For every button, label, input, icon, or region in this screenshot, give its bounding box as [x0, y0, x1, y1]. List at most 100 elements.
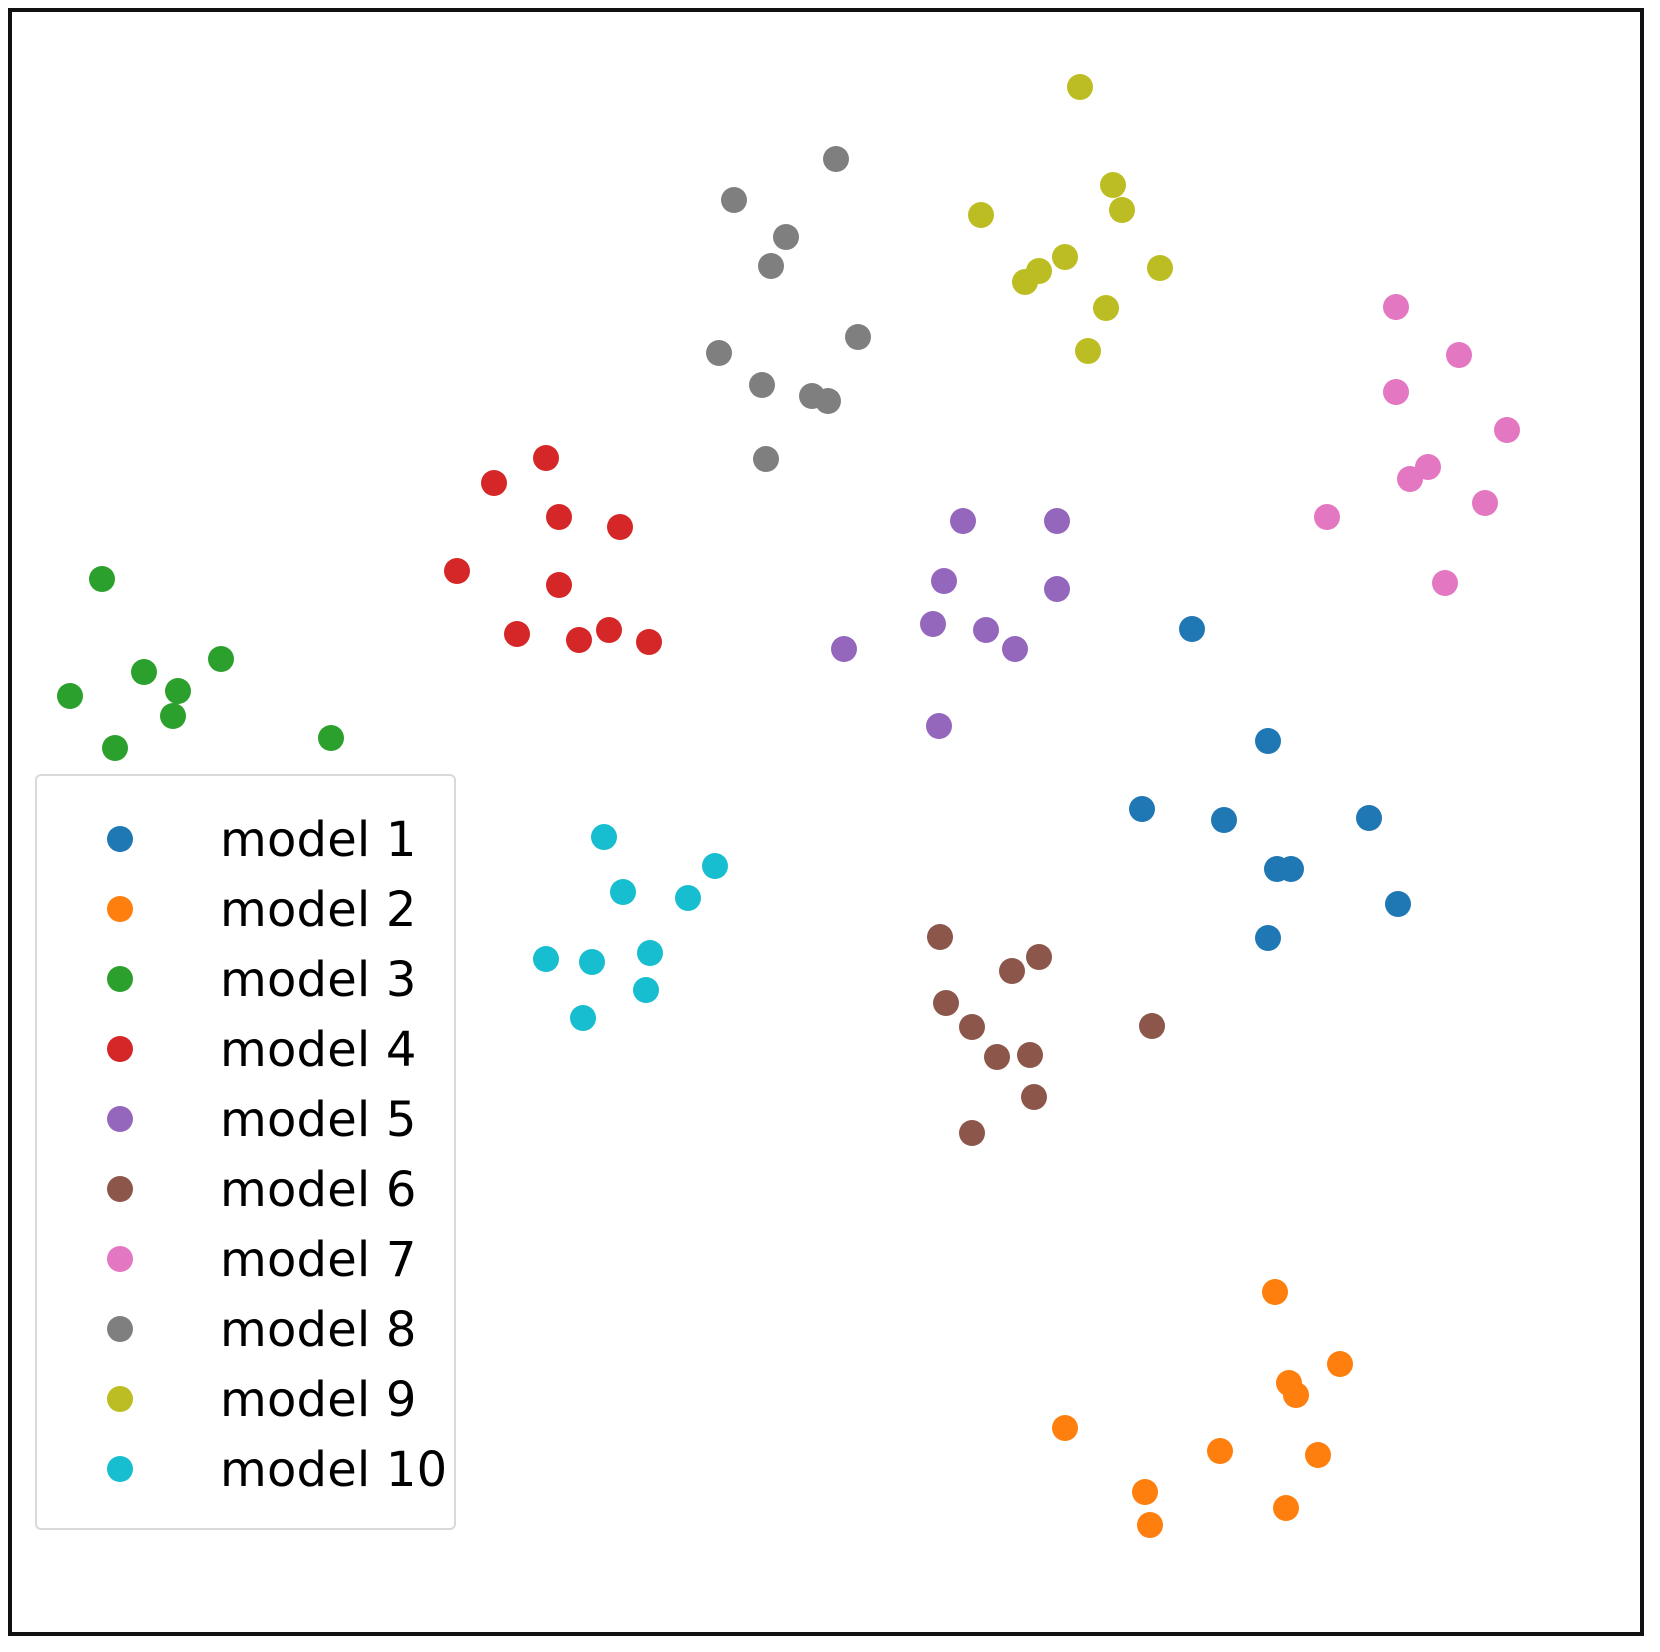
scatter-point — [1066, 73, 1093, 100]
scatter-point — [1099, 172, 1126, 199]
legend-marker-icon — [107, 1456, 133, 1482]
legend-marker-icon — [107, 1386, 133, 1412]
scatter-point — [1396, 466, 1423, 493]
scatter-point — [1382, 378, 1409, 405]
scatter-point — [1255, 925, 1282, 952]
scatter-point — [1020, 1083, 1047, 1110]
scatter-point — [830, 635, 857, 662]
scatter-point — [926, 712, 953, 739]
scatter-point — [1326, 1350, 1353, 1377]
scatter-point — [1314, 503, 1341, 530]
legend-item-label: model 3 — [220, 952, 417, 1008]
scatter-point — [565, 627, 592, 654]
scatter-point — [533, 444, 560, 471]
legend-item-model-7[interactable]: model 7 — [37, 1224, 454, 1296]
legend-item-label: model 2 — [220, 882, 417, 938]
scatter-point — [1109, 196, 1136, 223]
scatter-point — [1472, 489, 1499, 516]
legend-marker-icon — [107, 1036, 133, 1062]
scatter-point — [721, 186, 748, 213]
legend-item-model-9[interactable]: model 9 — [37, 1364, 454, 1436]
scatter-point — [637, 940, 664, 967]
scatter-point — [102, 735, 129, 762]
scatter-point — [318, 724, 345, 751]
legend-marker-icon — [107, 1176, 133, 1202]
plot-axes: model 1 model 2 model 3 model 4 model 5 model… — [8, 8, 1644, 1636]
scatter-point — [635, 629, 662, 656]
scatter-plot-area — [12, 12, 1640, 1632]
scatter-point — [480, 469, 507, 496]
scatter-point — [933, 990, 960, 1017]
legend-item-label: model 7 — [220, 1232, 417, 1288]
scatter-point — [926, 924, 953, 951]
scatter-point — [968, 202, 995, 229]
scatter-point — [570, 1005, 597, 1032]
scatter-point — [702, 852, 729, 879]
scatter-point — [919, 611, 946, 638]
scatter-point — [578, 949, 605, 976]
scatter-point — [164, 677, 191, 704]
scatter-point — [958, 1013, 985, 1040]
scatter-point — [1129, 795, 1156, 822]
scatter-point — [984, 1043, 1011, 1070]
scatter-point — [1385, 891, 1412, 918]
legend-item-model-5[interactable]: model 5 — [37, 1084, 454, 1156]
scatter-point — [546, 504, 572, 531]
legend-item-label: model 6 — [220, 1162, 417, 1218]
scatter-point — [758, 252, 785, 279]
scatter-point — [1283, 1382, 1310, 1409]
scatter-point — [130, 658, 157, 685]
scatter-point — [1044, 507, 1071, 534]
scatter-point — [1146, 254, 1173, 281]
legend-item-label: model 1 — [220, 812, 417, 868]
legend-item-label: model 10 — [220, 1442, 448, 1498]
scatter-point — [609, 879, 636, 906]
scatter-point — [590, 823, 617, 850]
legend-box[interactable]: model 1 model 2 model 3 model 4 model 5 model… — [35, 774, 456, 1530]
scatter-point — [1132, 1478, 1159, 1505]
scatter-point — [1431, 570, 1458, 597]
legend-item-model-2[interactable]: model 2 — [37, 874, 454, 946]
legend-item-label: model 5 — [220, 1092, 417, 1148]
legend-marker-icon — [107, 896, 133, 922]
legend-item-label: model 9 — [220, 1372, 417, 1428]
scatter-point — [1207, 1438, 1234, 1465]
scatter-point — [1139, 1013, 1166, 1040]
scatter-point — [443, 557, 470, 584]
scatter-point — [160, 702, 187, 729]
scatter-point — [596, 617, 623, 644]
scatter-point — [1016, 1042, 1043, 1069]
legend-item-model-8[interactable]: model 8 — [37, 1294, 454, 1366]
scatter-point — [1093, 295, 1120, 322]
scatter-point — [752, 446, 779, 473]
scatter-point — [1494, 416, 1521, 443]
scatter-point — [88, 566, 115, 592]
legend-item-model-10[interactable]: model 10 — [37, 1434, 454, 1506]
scatter-point — [1052, 244, 1079, 271]
legend-item-model-4[interactable]: model 4 — [37, 1014, 454, 1086]
scatter-point — [606, 514, 633, 541]
scatter-point — [532, 945, 559, 972]
scatter-point — [1001, 636, 1028, 663]
scatter-point — [1304, 1441, 1331, 1468]
scatter-point — [1262, 1279, 1288, 1306]
legend-item-model-3[interactable]: model 3 — [37, 944, 454, 1016]
scatter-point — [844, 323, 871, 350]
scatter-point — [1011, 268, 1038, 295]
scatter-point — [958, 1120, 985, 1147]
legend-marker-icon — [107, 826, 133, 852]
scatter-point — [998, 958, 1025, 985]
scatter-point — [930, 568, 957, 595]
scatter-point — [674, 885, 701, 912]
scatter-point — [1255, 728, 1282, 755]
scatter-point — [1382, 293, 1409, 320]
legend-marker-icon — [107, 1246, 133, 1272]
scatter-point — [973, 617, 1000, 644]
scatter-point — [822, 146, 849, 173]
scatter-point — [706, 340, 733, 366]
legend-marker-icon — [107, 966, 133, 992]
legend-marker-icon — [107, 1106, 133, 1132]
legend-item-model-1[interactable]: model 1 — [37, 804, 454, 876]
legend-item-model-6[interactable]: model 6 — [37, 1154, 454, 1226]
